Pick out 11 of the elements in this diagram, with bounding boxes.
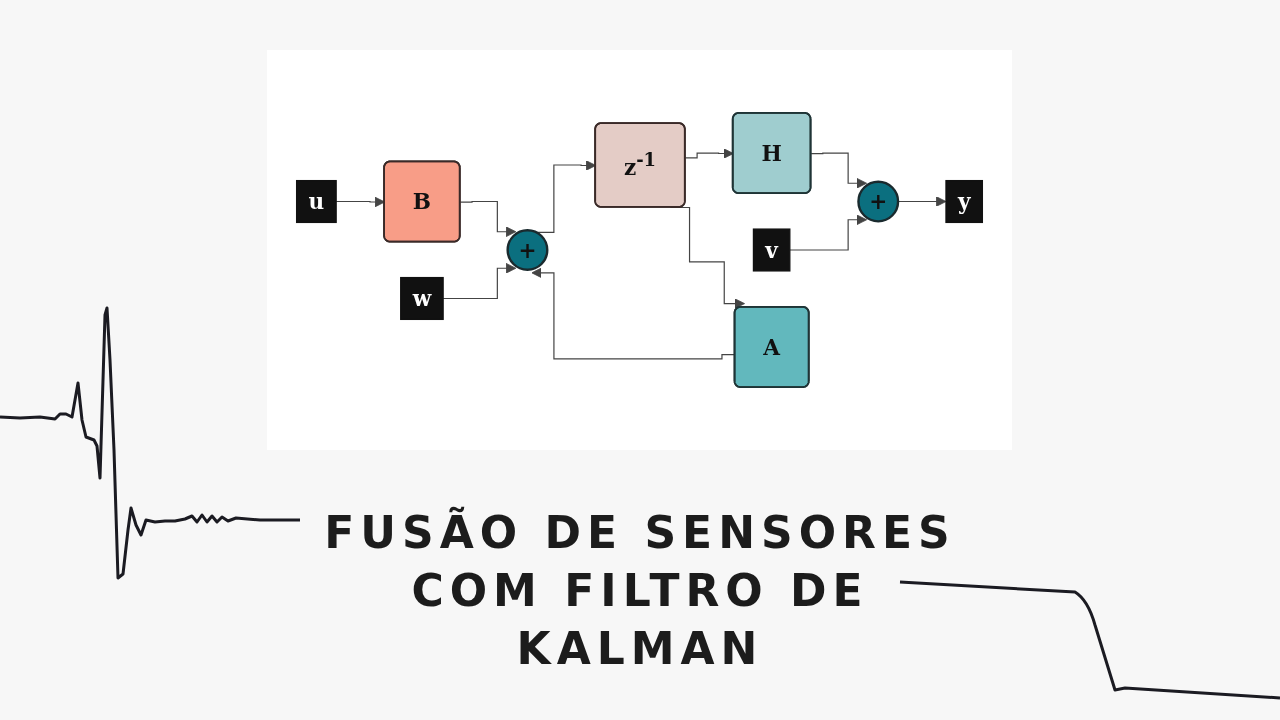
title: FUSÃO DE SENSORES COM FILTRO DE KALMAN: [323, 505, 957, 676]
node-box: [295, 179, 337, 224]
node-circle: [506, 229, 549, 271]
arrow: [789, 214, 868, 251]
arrow: [459, 200, 517, 237]
arrow: [810, 152, 868, 189]
node-circle: [857, 180, 900, 223]
diagram-panel: u B w + z$^{-1}$ H v + y A: [267, 50, 1012, 450]
node-box: [400, 276, 444, 321]
node-box: [945, 179, 983, 224]
node-box: [752, 228, 791, 272]
